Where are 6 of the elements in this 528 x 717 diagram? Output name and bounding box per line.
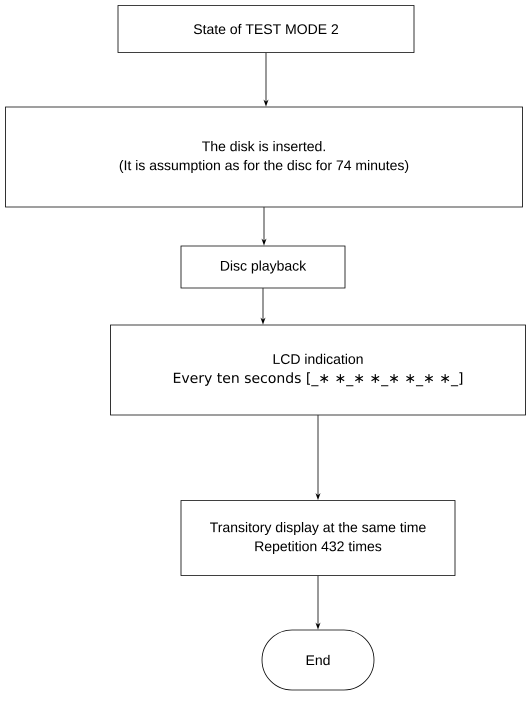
end-terminal: End [262,630,374,690]
process-box: Transitory display at the same time Repetition 432 times [180,500,456,576]
process-box: Disc playback [180,246,346,288]
process-box: State of TEST MODE 2 [118,5,414,53]
process-box: LCD indication Every ten seconds [_∗ ∗_∗ ∗_∗ ∗_∗ ∗_] [110,324,526,416]
process-box: The disk is inserted. (It is assumption as for the disc for 74 minutes) [5,106,523,208]
